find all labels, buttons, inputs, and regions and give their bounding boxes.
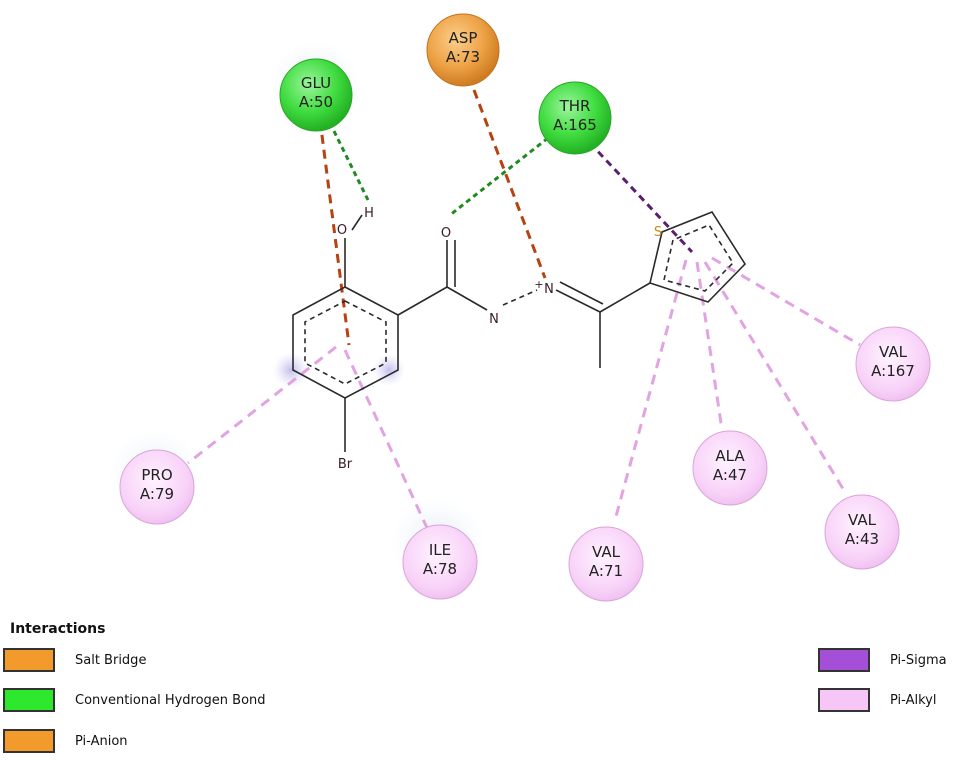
residue-glu50: GLU A:50 [279,58,353,132]
legend-swatch [818,648,870,672]
amide-nitrogen-label: N [489,312,499,327]
residue-name: THR [559,97,591,115]
salt-bridge-line [472,89,547,279]
ligand-structure [292,211,747,452]
bromine-label: Br [338,457,353,472]
residue-id: A:43 [845,530,879,548]
residue-id: A:71 [589,562,623,580]
residue-id: A:165 [553,116,597,134]
legend-label: Salt Bridge [75,652,147,668]
legend-label: Pi-Anion [75,733,128,749]
hydroxyl-hydrogen-label: H [364,206,374,221]
legend-item-hydrogen-bond: Conventional Hydrogen Bond [3,688,266,712]
legend-swatch [3,729,55,753]
residue-id: A:73 [446,48,480,66]
legend-swatch [818,688,870,712]
residue-id: A:50 [299,93,333,111]
residue-val71: VAL A:71 [568,526,644,602]
hydrogen-bond-line [449,136,549,217]
residue-val43: VAL A:43 [824,494,900,570]
legend-label: Pi-Alkyl [890,692,937,708]
residue-val167: VAL A:167 [855,326,931,402]
residue-name: ALA [715,447,745,465]
legend-item-salt-bridge: Salt Bridge [3,648,146,672]
residue-ile78: ILE A:78 [402,524,478,600]
residue-name: VAL [879,343,908,361]
residue-name: PRO [141,466,172,484]
solvent-blur [273,352,309,388]
residue-name: ILE [429,541,451,559]
legend-label: Pi-Sigma [890,652,947,668]
imine-nitrogen-label: N [544,282,554,297]
residue-name: VAL [848,511,877,529]
residue-name: GLU [301,74,331,92]
residue-id: A:78 [423,560,457,578]
solvent-blur [373,354,405,386]
residue-id: A:167 [871,362,915,380]
residue-id: A:47 [713,466,747,484]
legend-item-pi-anion: Pi-Anion [3,729,128,753]
legend-item-pi-alkyl: Pi-Alkyl [818,688,936,712]
residue-pro79: PRO A:79 [119,449,195,525]
pi-alkyl-line [695,261,724,431]
pi-alkyl-line [711,256,861,347]
legend-item-pi-sigma: Pi-Sigma [818,648,947,672]
legend-label: Conventional Hydrogen Bond [75,692,266,708]
residue-ala47: ALA A:47 [692,430,768,506]
thiophene-sulfur-label: S [654,225,662,240]
pi-alkyl-line [613,259,688,521]
imine-charge-label: + [534,278,543,291]
legend-swatch [3,688,55,712]
pi-alkyl-line [187,345,337,465]
residue-thr165: THR A:165 [538,81,612,155]
hydrogen-bond-line [328,122,370,201]
salt-bridge-line [318,119,351,346]
legend-title: Interactions [10,621,106,637]
hydroxyl-oxygen-label: O [337,223,347,238]
legend-swatch [3,648,55,672]
carbonyl-oxygen-label: O [441,226,451,241]
pi-sigma-line [588,141,694,254]
residue-name: ASP [449,29,478,47]
residue-asp73: ASP A:73 [426,13,500,87]
pi-alkyl-line [703,261,847,493]
residue-name: VAL [592,543,621,561]
residue-id: A:79 [140,485,174,503]
